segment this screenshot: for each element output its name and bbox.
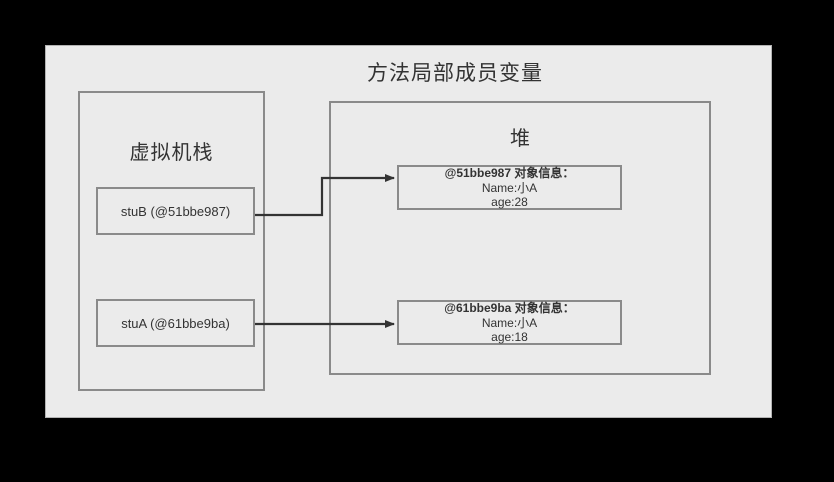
heap-object-61bbe9ba[interactable]: @61bbe9ba 对象信息： Name:小A age:18 (397, 300, 622, 345)
heap-region (329, 101, 711, 375)
stack-frame-stua-label: stuA (@61bbe9ba) (121, 315, 230, 331)
heap-object-51bbe987-age: age:28 (491, 195, 528, 209)
heap-object-51bbe987[interactable]: @51bbe987 对象信息： Name:小A age:28 (397, 165, 622, 210)
heap-object-51bbe987-name: Name:小A (481, 181, 538, 195)
stack-frame-stub[interactable]: stuB (@51bbe987) (96, 187, 255, 235)
heap-object-61bbe9ba-header: @61bbe9ba 对象信息： (444, 301, 575, 315)
stack-frame-stub-label: stuB (@51bbe987) (120, 203, 231, 219)
heap-object-61bbe9ba-age: age:18 (491, 330, 528, 344)
stack-frame-stua[interactable]: stuA (@61bbe9ba) (96, 299, 255, 347)
page-title: 方法局部成员变量 (367, 62, 543, 85)
heap-object-51bbe987-header: @51bbe987 对象信息： (444, 166, 575, 180)
stack-region-label: 虚拟机栈 (129, 142, 214, 164)
heap-region-label: 堆 (510, 128, 530, 150)
heap-object-61bbe9ba-name: Name:小A (481, 316, 538, 330)
